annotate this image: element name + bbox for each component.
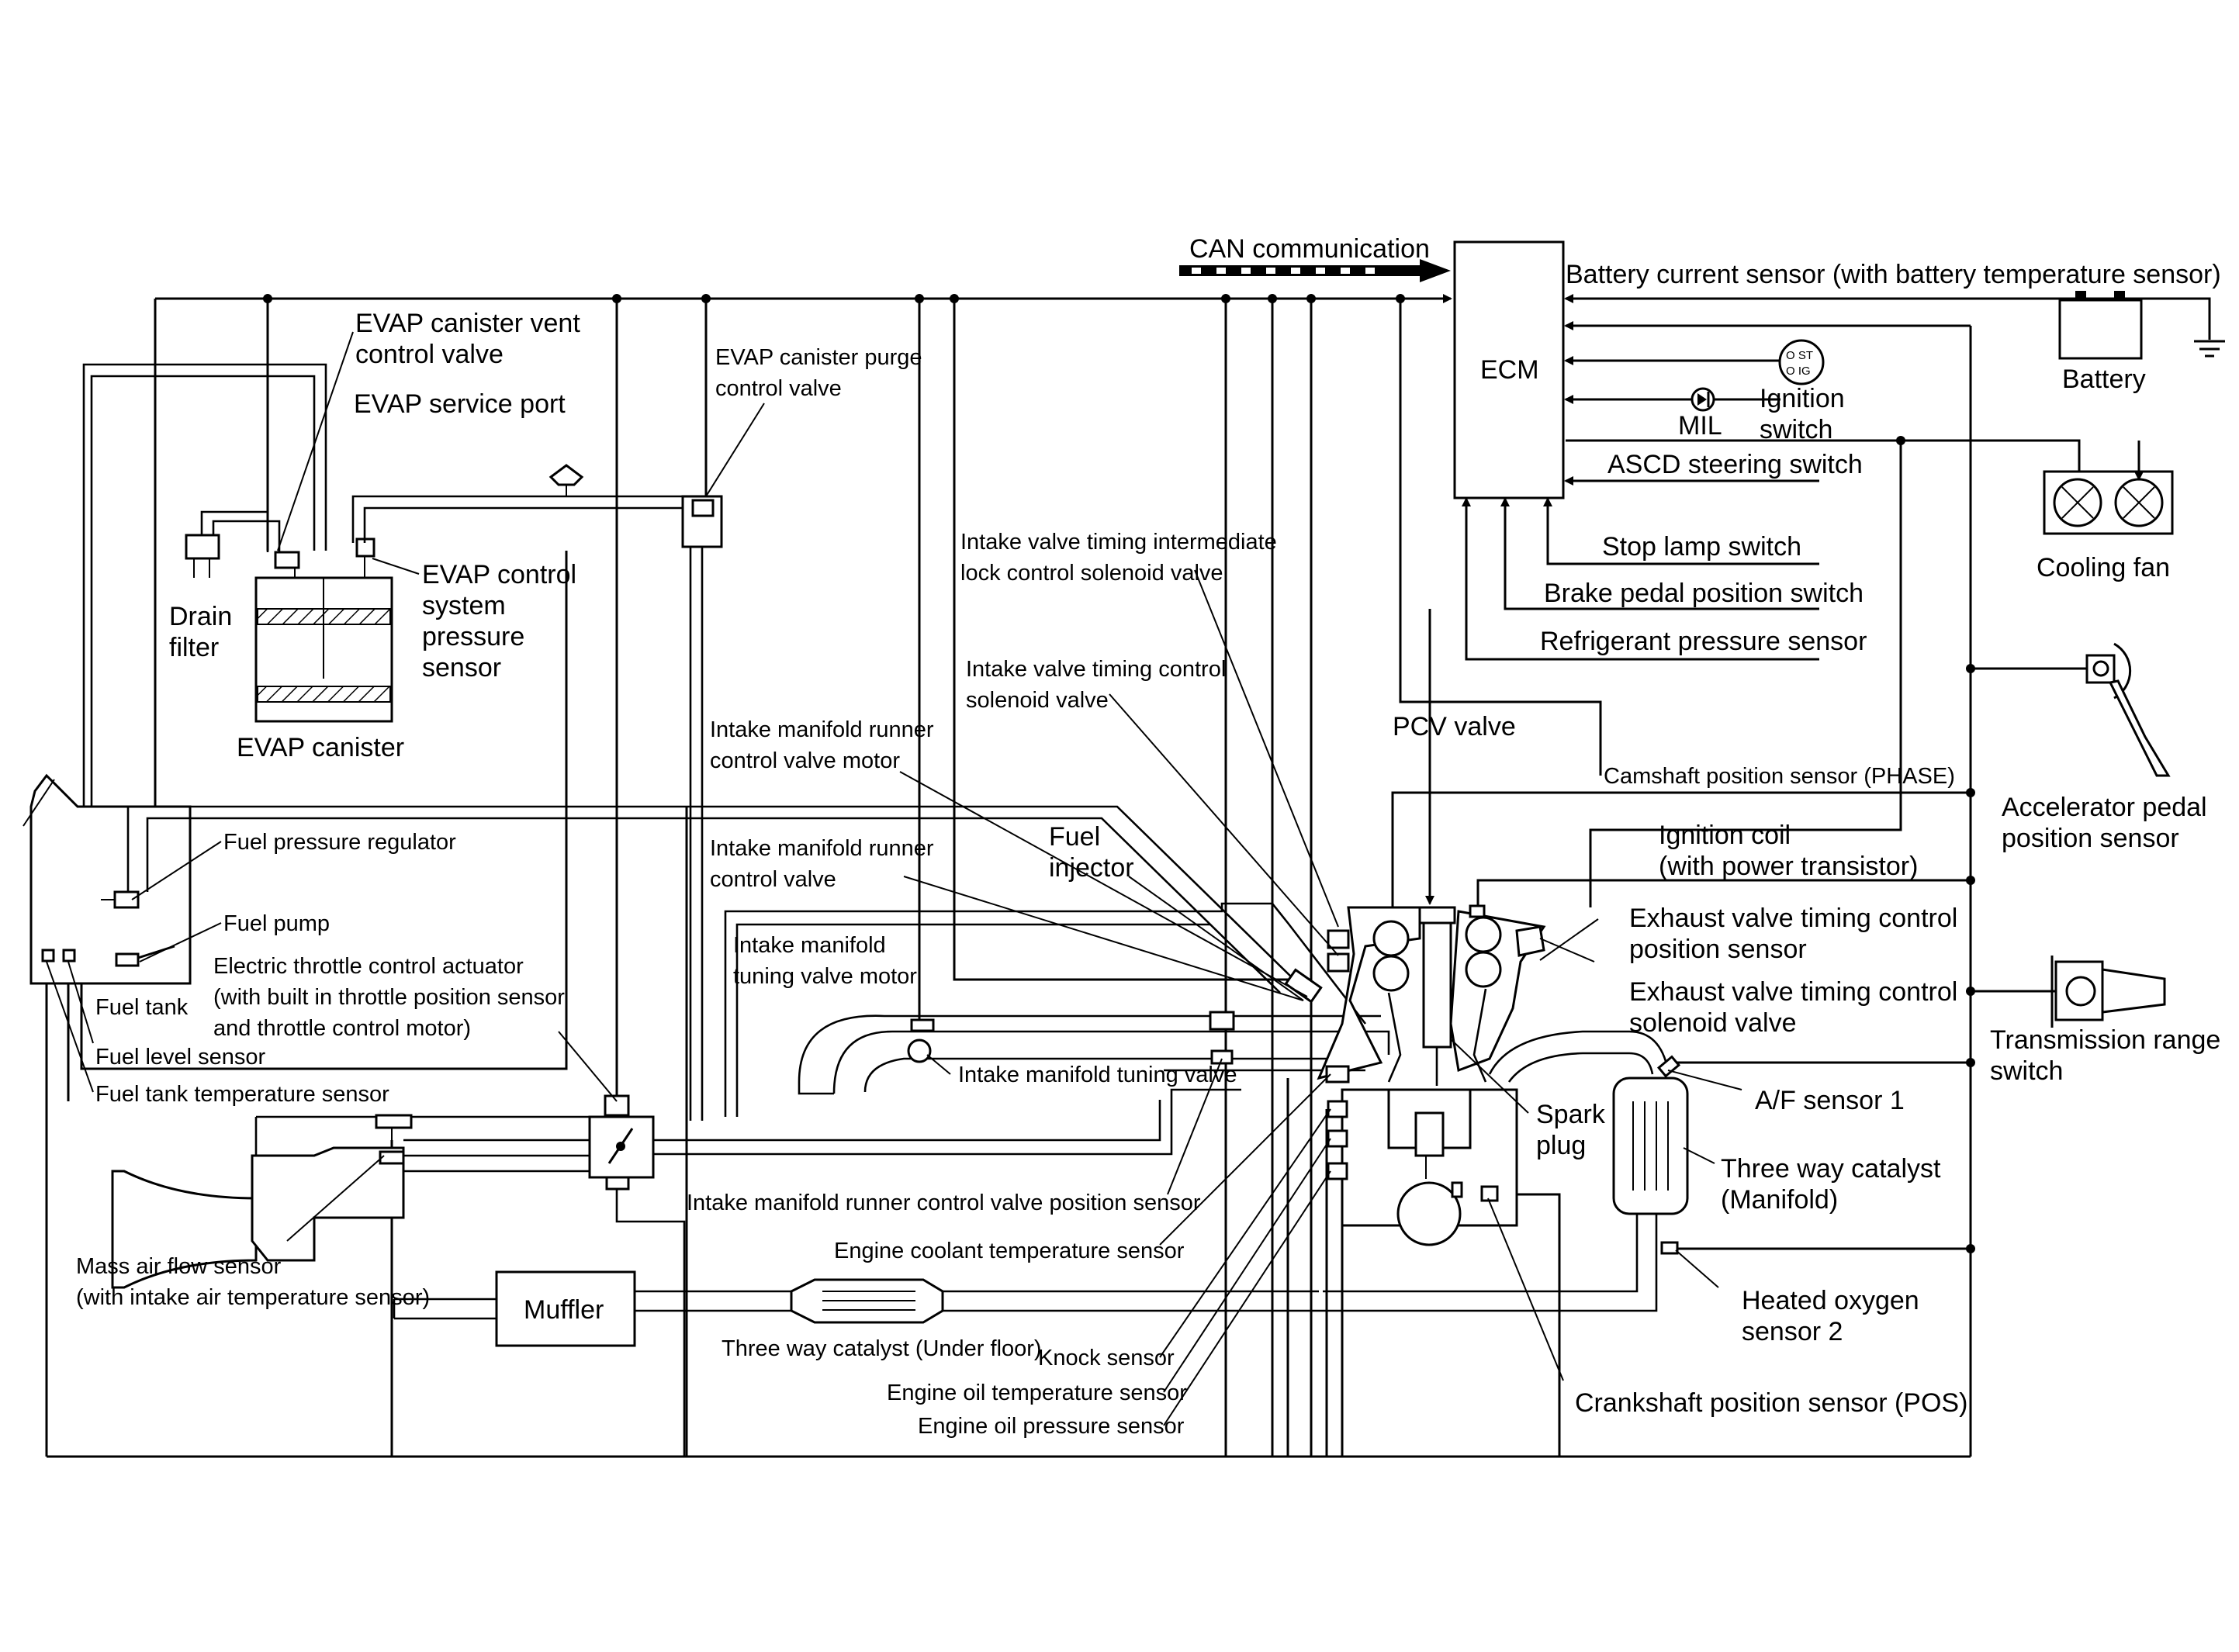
label-engine-oil-temp-sensor: Engine oil temperature sensor [887, 1381, 1187, 1405]
label-exhaust-vtc-solenoid-2: solenoid valve [1629, 1008, 1796, 1038]
label-cooling-fan: Cooling fan [2037, 553, 2170, 582]
label-evap-vent-2: control valve [355, 340, 504, 369]
evap-canister [254, 537, 393, 723]
label-ivt-solenoid-2: solenoid valve [966, 688, 1109, 713]
label-evap-service-port: EVAP service port [354, 389, 566, 419]
label-twc-manifold-2: (Manifold) [1721, 1185, 1838, 1215]
label-ignition-switch-1: Ignition [1760, 384, 1845, 413]
label-stop-lamp-switch: Stop lamp switch [1602, 532, 1801, 562]
label-spark-plug-1: Spark [1536, 1100, 1606, 1129]
evap-pipes [200, 464, 723, 1121]
label-ivt-lock-2: lock control solenoid valve [960, 561, 1223, 586]
label-crankshaft-position-sensor: Crankshaft position sensor (POS) [1575, 1388, 1967, 1418]
label-imr-valve-1: Intake manifold runner [710, 836, 934, 861]
label-can-communication: CAN communication [1189, 234, 1430, 264]
label-drain-filter-1: Drain [169, 602, 232, 631]
label-drain-filter-2: filter [169, 633, 219, 662]
label-battery-current-sensor: Battery current sensor (with battery tem… [1566, 260, 2221, 289]
label-ignition-key-ig: O IG [1786, 365, 1811, 378]
label-exhaust-vtc-position-2: position sensor [1629, 935, 1807, 964]
drain-filter-icon [185, 534, 220, 578]
transmission-range-switch-icon [2050, 956, 2166, 1028]
label-evap-canister: EVAP canister [237, 733, 404, 762]
label-engine-coolant-temp-sensor: Engine coolant temperature sensor [834, 1239, 1185, 1263]
label-etc-2: (with built in throttle position sensor [213, 985, 565, 1010]
label-knock-sensor: Knock sensor [1038, 1346, 1175, 1370]
label-twc-manifold-1: Three way catalyst [1721, 1154, 1941, 1184]
can-communication-arrow [1179, 259, 1451, 282]
cooling-fan-icon [2043, 441, 2174, 535]
label-imr-motor-2: control valve motor [710, 748, 900, 773]
label-spark-plug-2: plug [1536, 1131, 1586, 1160]
label-evap-pressure-1: EVAP control [422, 560, 576, 589]
label-exhaust-vtc-solenoid-1: Exhaust valve timing control [1629, 977, 1957, 1007]
label-accel-pedal-1: Accelerator pedal [2002, 793, 2207, 822]
label-pcv-valve: PCV valve [1393, 712, 1516, 741]
label-fuel-level-sensor: Fuel level sensor [95, 1045, 266, 1070]
label-evap-pressure-3: pressure [422, 622, 524, 651]
label-imt-valve: Intake manifold tuning valve [958, 1063, 1237, 1087]
label-engine-oil-pressure-sensor: Engine oil pressure sensor [918, 1414, 1185, 1439]
label-ecm: ECM [1480, 355, 1539, 385]
fuel-lines [82, 363, 1296, 994]
label-ignition-coil-1: Ignition coil [1659, 821, 1791, 850]
label-fuel-pressure-regulator: Fuel pressure regulator [223, 830, 456, 855]
label-refrigerant-pressure-sensor: Refrigerant pressure sensor [1540, 627, 1867, 656]
label-evap-purge-1: EVAP canister purge [715, 345, 922, 370]
label-fuel-tank: Fuel tank [95, 995, 189, 1020]
label-mil: MIL [1678, 411, 1722, 441]
ecm-box [1453, 240, 1565, 499]
label-fuel-pump: Fuel pump [223, 911, 330, 936]
exhaust-system [393, 1030, 1689, 1347]
ignition-switch-icon [1778, 339, 1825, 385]
label-ivt-solenoid-1: Intake valve timing control [966, 657, 1226, 682]
label-muffler: Muffler [524, 1295, 604, 1325]
label-evap-pressure-4: sensor [422, 653, 501, 683]
label-evap-vent-1: EVAP canister vent [355, 309, 580, 338]
label-ignition-key-st: O ST [1786, 349, 1813, 362]
label-evap-purge-2: control valve [715, 376, 842, 401]
label-fuel-injector-1: Fuel [1049, 822, 1100, 852]
label-imr-position-sensor: Intake manifold runner control valve pos… [687, 1191, 1201, 1215]
label-af-sensor-1: A/F sensor 1 [1755, 1086, 1905, 1115]
mil-lamp-icon [1690, 387, 1780, 412]
label-evap-pressure-2: system [422, 591, 506, 620]
label-camshaft-position-sensor: Camshaft position sensor (PHASE) [1604, 764, 1955, 789]
label-maf-1: Mass air flow sensor [76, 1254, 282, 1279]
label-ho2s2-1: Heated oxygen [1742, 1286, 1919, 1315]
engine-block [1284, 904, 1546, 1246]
label-maf-2: (with intake air temperature sensor) [76, 1285, 430, 1310]
label-ignition-switch-2: switch [1760, 415, 1832, 444]
label-brake-pedal-switch: Brake pedal position switch [1544, 579, 1864, 608]
label-ascd-steering-switch: ASCD steering switch [1607, 450, 1863, 479]
accelerator-pedal-icon [2085, 642, 2171, 777]
label-etc-1: Electric throttle control actuator [213, 954, 524, 979]
wire-junctions [263, 294, 1975, 1253]
label-transmission-range-2: switch [1990, 1056, 2063, 1086]
label-transmission-range-1: Transmission range [1990, 1025, 2220, 1055]
leader-lines [46, 331, 1742, 1426]
label-battery: Battery [2062, 365, 2146, 394]
label-ho2s2-2: sensor 2 [1742, 1317, 1843, 1346]
label-accel-pedal-2: position sensor [2002, 824, 2179, 853]
battery-icon [2058, 291, 2225, 360]
label-fuel-tank-temp-sensor: Fuel tank temperature sensor [95, 1082, 389, 1107]
label-fuel-injector-2: injector [1049, 853, 1134, 883]
label-etc-3: and throttle control motor) [213, 1016, 471, 1041]
labels: CAN communication ECM Battery current se… [76, 234, 2221, 1439]
label-exhaust-vtc-position-1: Exhaust valve timing control [1629, 904, 1957, 933]
label-ignition-coil-2: (with power transistor) [1659, 852, 1918, 881]
label-imt-motor-2: tuning valve motor [733, 964, 917, 989]
label-imr-valve-2: control valve [710, 867, 836, 892]
label-imt-motor-1: Intake manifold [733, 933, 886, 958]
label-ivt-lock-1: Intake valve timing intermediate [960, 530, 1277, 555]
label-twc-under-floor: Three way catalyst (Under floor) [722, 1336, 1042, 1361]
fuel-tank [22, 773, 192, 985]
label-imr-motor-1: Intake manifold runner [710, 717, 934, 742]
